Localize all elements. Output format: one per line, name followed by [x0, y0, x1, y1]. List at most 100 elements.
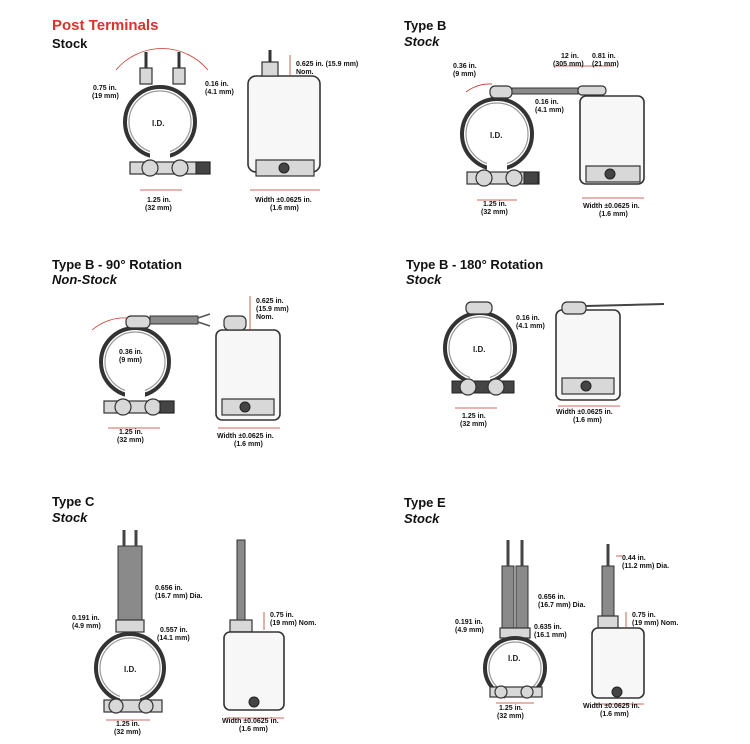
typeb-sleeve	[577, 85, 607, 96]
section-title-type-e: Type E	[404, 495, 446, 510]
typeb90-clamp-label-mm: (32 mm)	[117, 437, 144, 444]
typeb180-clamp-label: 1.25 in.	[462, 413, 486, 420]
typec-nom-label: 0.75 in.	[270, 612, 294, 619]
typee-side-label-mm: (4.9 mm)	[455, 627, 484, 634]
typeb90-post-label: 0.625 in.	[256, 298, 284, 305]
typeb-clamp-label: 1.25 in.	[483, 201, 507, 208]
typee-clamp-screw	[489, 686, 543, 698]
post-width-label: Width ±0.0625 in.	[255, 197, 312, 204]
typeb-lead-label: 12 in.	[561, 53, 579, 60]
typeb-arc-dim	[465, 83, 493, 93]
typeb-clamp-lug-right	[505, 169, 523, 187]
type-c-drawing: 0.656 in. (16.7 mm) Dia. 0.191 in. (4.9 …	[72, 530, 316, 736]
typeb-width-label: Width ±0.0625 in.	[583, 203, 640, 210]
typeb-lead-label-mm: (305 mm)	[553, 61, 584, 68]
type-b-180-drawing: 0.16 in. (4.1 mm) I.D. 1.25 in. (32 mm) …	[443, 301, 665, 428]
typeb90-width-label: Width ±0.0625 in.	[217, 433, 274, 440]
typee-clamp-label: 1.25 in.	[499, 705, 523, 712]
typeb180-clamp-label-mm: (32 mm)	[460, 421, 487, 428]
typee-braid-right	[515, 565, 529, 631]
typec-collar	[115, 619, 145, 633]
typee-side-collar	[597, 615, 619, 629]
typeb90-side-lead	[223, 315, 247, 331]
typee-side-label: 0.191 in.	[455, 619, 483, 626]
typeb180-thickness-label-mm: (4.1 mm)	[516, 323, 545, 330]
typeb180-lead-exit	[465, 301, 493, 315]
typee-clamp-lug-left	[494, 685, 508, 699]
type-b-drawing: 0.36 in. (9 mm) 12 in. (305 mm) 0.81 in.…	[453, 53, 645, 218]
post-arc-label: 0.75 in.	[93, 85, 117, 92]
typeb90-lead-exit	[125, 315, 151, 329]
typec-side-collar	[229, 619, 253, 633]
typee-dia-label-mm: (16.7 mm) Dia.	[538, 602, 586, 609]
typeb90-arc-label: 0.36 in.	[119, 349, 143, 356]
post-clamp-lug-left	[141, 159, 159, 177]
typee-width-label-mm: (1.6 mm)	[600, 711, 629, 718]
typeb90-side-body	[215, 329, 281, 421]
typee-top-label: 0.44 in.	[622, 555, 646, 562]
typee-band-inner	[488, 641, 542, 695]
typeb90-arc-label-mm: (9 mm)	[119, 357, 142, 364]
typeb-side-screw	[604, 168, 616, 180]
post-thickness-label-mm: (4.1 mm)	[205, 89, 234, 96]
section-title-post-terminals: Post Terminals	[52, 17, 159, 34]
typee-braid-left	[501, 565, 515, 631]
post-stud-right	[172, 67, 186, 85]
typeb-lead-cable	[511, 87, 579, 95]
post-post-label: 0.625 in. (15.9 mm)	[296, 61, 358, 68]
typec-clamp-label-mm: (32 mm)	[114, 729, 141, 736]
typeb-arc-label-mm: (9 mm)	[453, 71, 476, 78]
typeb180-width-label: Width ±0.0625 in.	[556, 409, 613, 416]
type-e-drawing: 0.656 in. (16.7 mm) Dia. 0.191 in. (4.9 …	[455, 540, 678, 720]
typeb-thickness-label-mm: (4.1 mm)	[535, 107, 564, 114]
post-stud-left	[139, 67, 153, 85]
post-terminals-drawing: 0.75 in. (19 mm) 0.16 in. (4.1 mm) I.D. …	[92, 48, 358, 212]
typec-dia-label-mm: (16.7 mm) Dia.	[155, 593, 203, 600]
typee-nom-label: 0.75 in.	[632, 612, 656, 619]
typec-width-label-mm: (1.6 mm)	[239, 726, 268, 733]
post-side-screw	[278, 162, 290, 174]
section-subtitle-type-e: Stock	[404, 511, 440, 526]
typeb90-side-screw	[239, 401, 251, 413]
typeb180-id-label: I.D.	[473, 345, 485, 354]
post-arc-dim	[115, 48, 209, 71]
typee-dia-label: 0.656 in.	[538, 594, 566, 601]
typee-clamp-label-mm: (32 mm)	[497, 713, 524, 720]
section-title-type-b-90: Type B - 90° Rotation	[52, 257, 182, 272]
typeb-side-body	[579, 95, 645, 185]
typee-nom-label-mm: (19 mm) Nom.	[632, 620, 678, 627]
post-side-body	[247, 75, 321, 173]
section-title-type-b-180: Type B - 180° Rotation	[406, 257, 544, 272]
typeb180-width-label-mm: (1.6 mm)	[573, 417, 602, 424]
post-post-label-nom: Nom.	[296, 69, 314, 76]
typee-height-label: 0.635 in.	[534, 624, 562, 631]
typeb-arc-label: 0.36 in.	[453, 63, 477, 70]
typee-side-braid	[601, 565, 615, 617]
typec-nom-label-mm: (19 mm) Nom.	[270, 620, 316, 627]
typec-side-screw	[248, 696, 260, 708]
typee-side-body	[591, 627, 645, 699]
typeb90-lead-wire-b	[197, 321, 211, 327]
typeb180-thickness-label: 0.16 in.	[516, 315, 540, 322]
section-subtitle-type-c: Stock	[52, 510, 88, 525]
typec-side-body	[223, 631, 285, 711]
typeb-clamp-label-mm: (32 mm)	[481, 209, 508, 216]
typeb-clamp-nut	[523, 171, 539, 185]
typee-side-screw	[611, 686, 623, 698]
typee-id-label: I.D.	[508, 654, 520, 663]
typeb90-clamp-lug-left	[114, 398, 132, 416]
post-width-label-mm: (1.6 mm)	[270, 205, 299, 212]
typeb180-side-lead	[561, 301, 587, 315]
typeb90-lead-cable	[149, 315, 199, 325]
typeb180-side-screw	[580, 380, 592, 392]
section-title-type-b: Type B	[404, 18, 447, 33]
typeb90-clamp-lug-right	[144, 398, 162, 416]
typeb90-clamp-label: 1.25 in.	[119, 429, 143, 436]
typee-height-label-mm: (16.1 mm)	[534, 632, 567, 639]
section-subtitle-type-b-180: Stock	[406, 272, 442, 287]
typeb180-side-cable	[585, 303, 665, 307]
typec-id-label: I.D.	[124, 665, 136, 674]
typec-clamp-lug-right	[138, 698, 154, 714]
type-b-90-drawing: 0.36 in. (9 mm) 1.25 in. (32 mm) 0.625 i…	[91, 296, 289, 448]
post-clamp-label-mm: (32 mm)	[145, 205, 172, 212]
